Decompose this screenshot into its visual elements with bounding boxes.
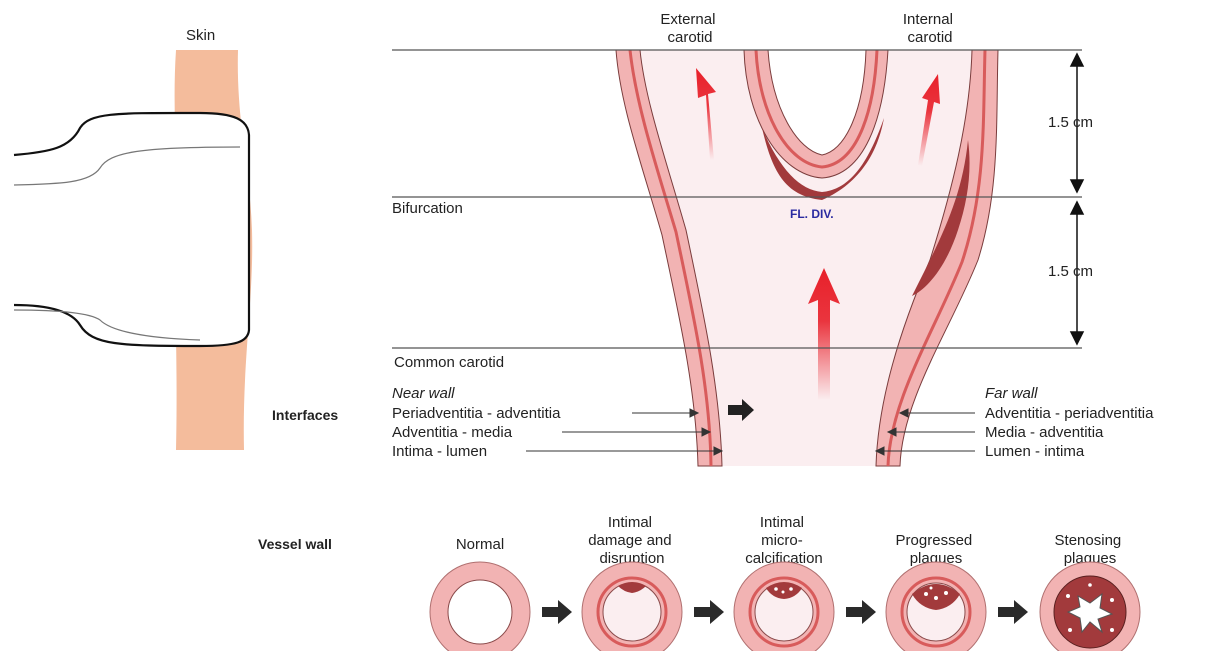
far-wall-item-1: Adventitia - periadventitia (985, 405, 1154, 422)
distance-markers (1071, 54, 1083, 344)
vessel-wall-heading: Vessel wall (258, 536, 332, 552)
progressed-plaque-cross-section-icon (886, 562, 986, 651)
flow-divider-label: FL. DIV. (790, 207, 834, 221)
near-wall-item-2: Adventitia - media (392, 424, 513, 441)
normal-wall-cross-section-icon (430, 562, 530, 651)
stenosing-plaque-cross-section-icon (1040, 562, 1140, 651)
microcalcification-cross-section-icon (734, 562, 834, 651)
ultrasound-beam-lines (258, 161, 690, 312)
near-wall-title: Near wall (392, 385, 455, 402)
near-wall-item-1: Periadventitia - adventitia (392, 405, 561, 422)
ultrasound-probe-icon (14, 113, 249, 346)
interfaces-heading: Interfaces (272, 407, 338, 423)
stage-microcalcification-label: Intimal micro- calcification (745, 514, 823, 567)
bifurcation-label: Bifurcation (392, 200, 463, 217)
far-wall-item-3: Lumen - intima (985, 443, 1085, 460)
common-carotid-label: Common carotid (394, 354, 504, 371)
carotid-vessel (616, 50, 998, 466)
internal-carotid-label: Internal carotid (903, 11, 957, 46)
distance-label-upper: 1.5 cm (1048, 114, 1093, 131)
external-carotid-label: External carotid (660, 11, 719, 46)
skin-label: Skin (186, 27, 215, 44)
near-wall-item-3: Intima - lumen (392, 443, 487, 460)
stage-intimal-damage-label: Intimal damage and disruption (588, 514, 676, 567)
far-wall-title: Far wall (985, 385, 1038, 402)
far-wall-item-2: Media - adventitia (985, 424, 1104, 441)
intimal-damage-cross-section-icon (582, 562, 682, 651)
distance-label-lower: 1.5 cm (1048, 263, 1093, 280)
stage-normal-label: Normal (456, 536, 504, 553)
